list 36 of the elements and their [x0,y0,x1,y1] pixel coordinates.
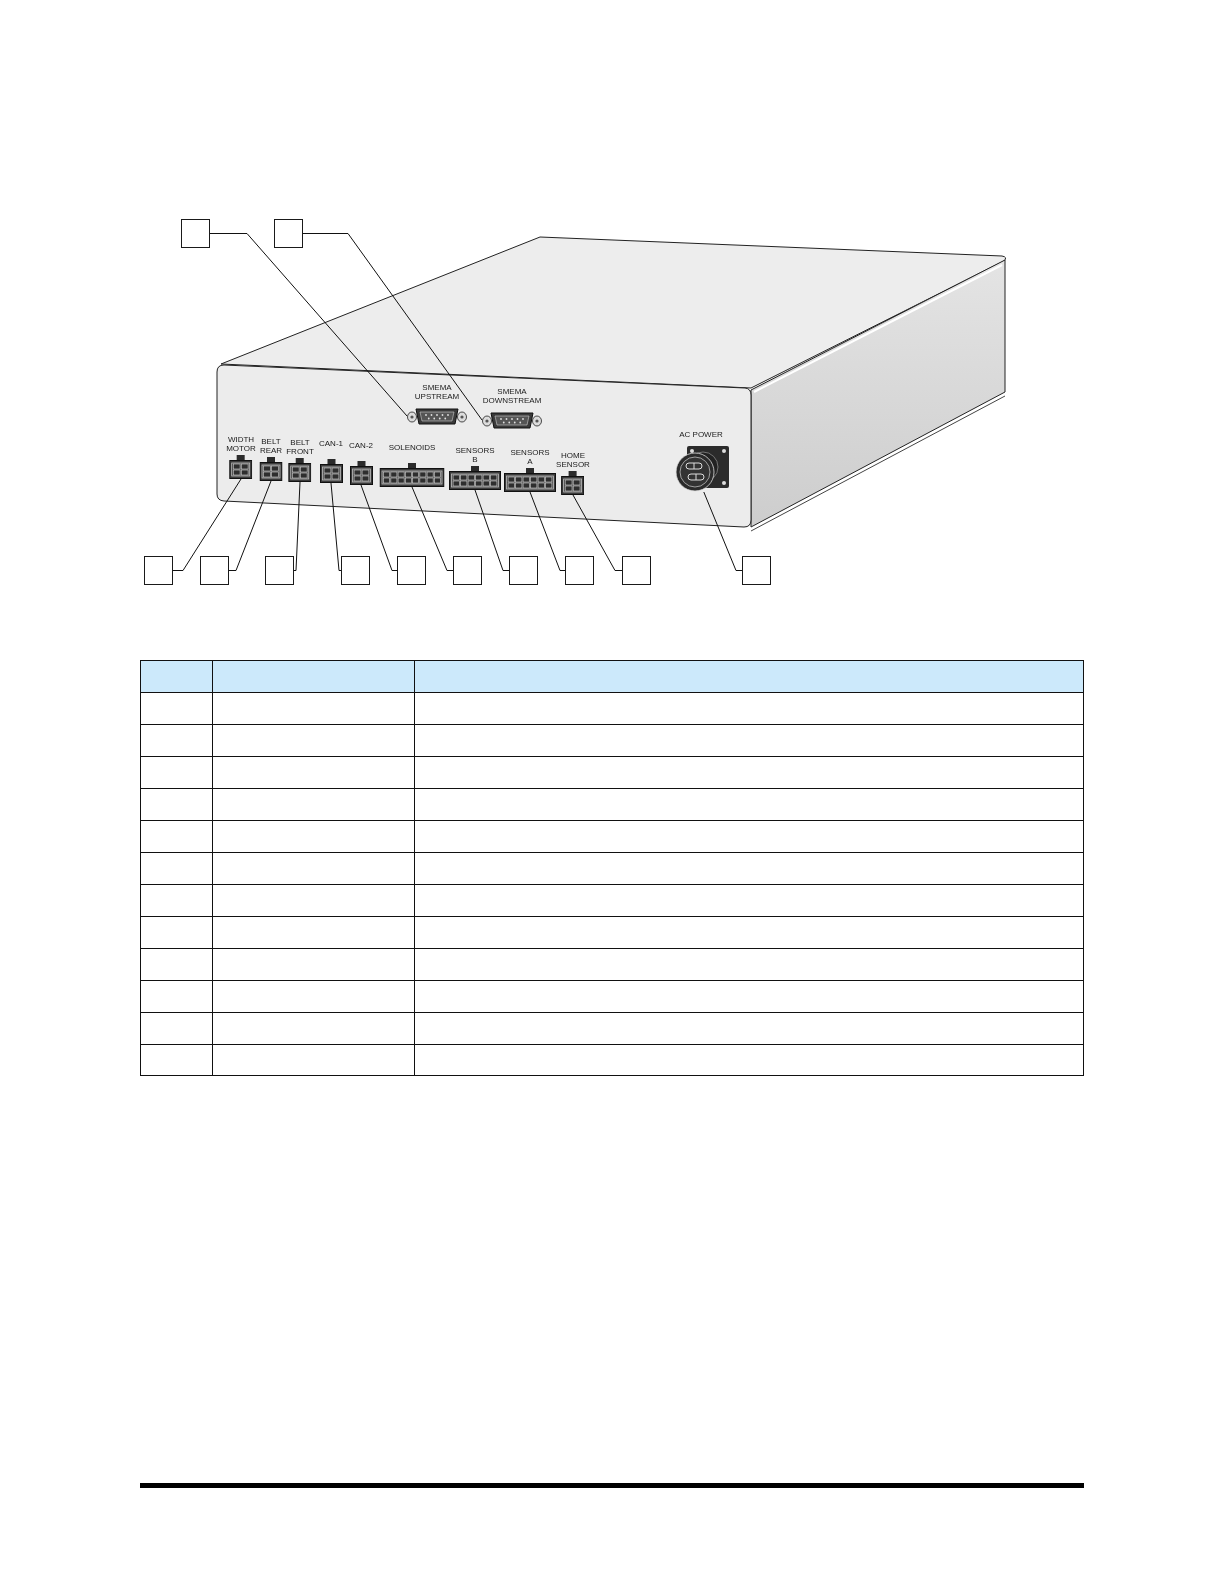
leader-line [474,489,510,571]
callout-box [274,219,303,248]
leader-line [172,478,242,571]
leader-line [572,494,623,571]
leader-line [228,480,272,571]
connector-label: SENSORS A [510,448,550,466]
callout-box [341,556,370,585]
connector-label: CAN-2 [349,441,373,450]
callout-box [509,556,538,585]
callout-box [565,556,594,585]
leader-line [411,486,454,571]
leader-line [302,233,483,421]
leader-line [529,491,566,571]
connector-label: BELT FRONT [286,438,314,456]
connector-label: AC POWER [679,430,723,439]
connector-label: HOME SENSOR [556,451,590,469]
leader-line [330,482,342,571]
connector-label: SMEMA UPSTREAM [414,383,460,401]
connector-label: SENSORS B [455,446,495,464]
callout-box [144,556,173,585]
connector-label: CAN-1 [319,439,343,448]
callout-box [265,556,294,585]
callout-box [453,556,482,585]
leader-line [703,491,743,571]
callout-box [622,556,651,585]
callout-box [181,219,210,248]
callout-box [200,556,229,585]
leader-line [209,233,408,417]
leader-line [360,484,398,571]
connector-label: WIDTH MOTOR [226,435,256,453]
leader-line [293,481,301,571]
connector-label: SMEMA DOWNSTREAM [482,387,542,405]
callout-box [742,556,771,585]
connector-label: BELT REAR [259,437,283,455]
callout-box [397,556,426,585]
connector-label: SOLENOIDS [388,443,436,452]
